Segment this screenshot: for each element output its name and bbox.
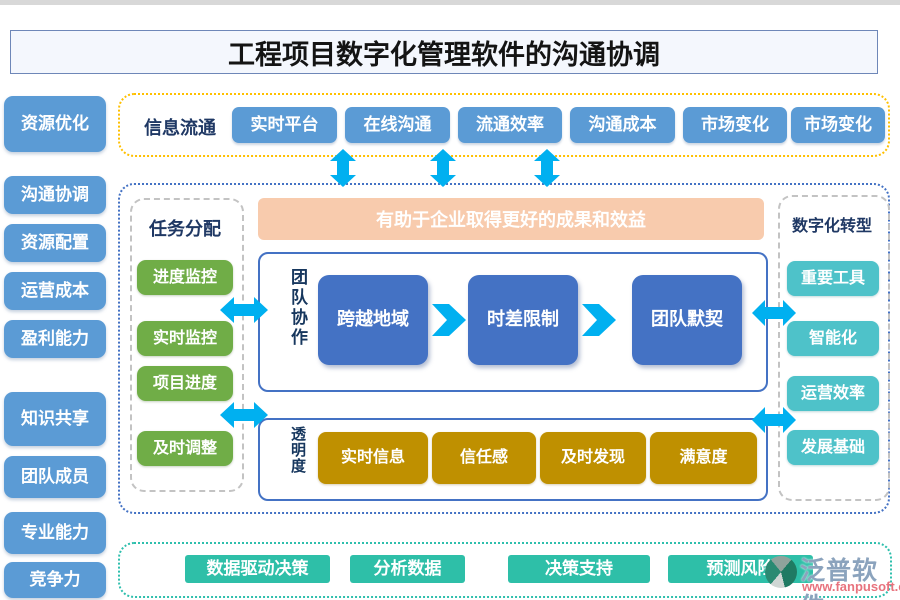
team-collaboration-label: 团队协作	[288, 268, 307, 348]
task-item-progress-monitoring[interactable]: 进度监控	[137, 260, 233, 295]
chevron-right-icon	[582, 304, 616, 336]
digital-item-development-foundation[interactable]: 发展基础	[787, 430, 879, 465]
sidebar-item-competitiveness[interactable]: 竞争力	[4, 562, 106, 598]
info-flow-item-market-change-2[interactable]: 市场变化	[791, 107, 885, 143]
task-allocation-label: 任务分配	[149, 219, 221, 239]
double-arrow-horizontal-icon	[752, 407, 796, 433]
decision-section	[118, 542, 892, 598]
digital-transformation-container	[778, 195, 890, 501]
info-flow-item-realtime-platform[interactable]: 实时平台	[232, 107, 337, 143]
chevron-right-icon	[432, 304, 466, 336]
sidebar-item-profitability[interactable]: 盈利能力	[4, 320, 106, 358]
transparency-item-timely-discovery[interactable]: 及时发现	[540, 432, 646, 484]
sidebar-item-professional-ability[interactable]: 专业能力	[4, 512, 106, 554]
fanpusoft-brand-text: 泛普软件	[800, 557, 879, 600]
transparency-label: 透明度	[289, 426, 306, 474]
fanpusoft-logo-icon	[765, 556, 797, 588]
fanpusoft-url-text[interactable]: www.fanpusoft.com	[802, 579, 900, 594]
task-allocation-container	[130, 198, 244, 492]
team-step-cross-region[interactable]: 跨越地域	[318, 275, 428, 365]
double-arrow-vertical-icon	[430, 149, 456, 187]
benefit-banner: 有助于企业取得更好的成果和效益	[258, 198, 764, 240]
decision-item-data-driven[interactable]: 数据驱动决策	[185, 555, 330, 583]
task-item-project-progress[interactable]: 项目进度	[137, 366, 233, 401]
team-step-timezone-limit[interactable]: 时差限制	[468, 275, 578, 365]
sidebar-item-resource-optimization[interactable]: 资源优化	[4, 96, 106, 152]
info-flow-section	[118, 93, 890, 157]
transparency-item-satisfaction[interactable]: 满意度	[650, 432, 757, 484]
info-flow-item-circulation-efficiency[interactable]: 流通效率	[458, 107, 562, 143]
sidebar-item-operating-cost[interactable]: 运营成本	[4, 272, 106, 310]
digital-transformation-label: 数字化转型	[791, 218, 872, 235]
digital-item-operational-efficiency[interactable]: 运营效率	[787, 376, 879, 411]
sidebar-item-communication-coordination[interactable]: 沟通协调	[4, 176, 106, 214]
team-step-team-rapport[interactable]: 团队默契	[632, 275, 742, 365]
transparency-item-realtime-info[interactable]: 实时信息	[318, 432, 428, 484]
window-top-strip	[0, 0, 900, 5]
page-title: 工程项目数字化管理软件的沟通协调	[10, 30, 878, 74]
info-flow-item-market-change-1[interactable]: 市场变化	[683, 107, 787, 143]
task-item-timely-adjustment[interactable]: 及时调整	[137, 431, 233, 466]
transparency-item-trust[interactable]: 信任感	[432, 432, 536, 484]
double-arrow-horizontal-icon	[220, 297, 268, 323]
double-arrow-vertical-icon	[330, 149, 356, 187]
sidebar-item-team-members[interactable]: 团队成员	[4, 456, 106, 498]
info-flow-item-online-communication[interactable]: 在线沟通	[345, 107, 450, 143]
digital-item-intelligence[interactable]: 智能化	[787, 321, 879, 356]
decision-item-decision-support[interactable]: 决策支持	[508, 555, 650, 583]
double-arrow-horizontal-icon	[752, 300, 796, 326]
digital-item-important-tool[interactable]: 重要工具	[787, 261, 879, 296]
sidebar-item-knowledge-sharing[interactable]: 知识共享	[4, 392, 106, 446]
decision-item-analyze-data[interactable]: 分析数据	[350, 555, 465, 583]
double-arrow-vertical-icon	[534, 149, 560, 187]
task-item-realtime-monitoring[interactable]: 实时监控	[137, 321, 233, 356]
info-flow-item-communication-cost[interactable]: 沟通成本	[570, 107, 675, 143]
double-arrow-horizontal-icon	[220, 402, 268, 428]
sidebar-item-resource-allocation[interactable]: 资源配置	[4, 224, 106, 262]
info-flow-label: 信息流通	[144, 118, 216, 138]
